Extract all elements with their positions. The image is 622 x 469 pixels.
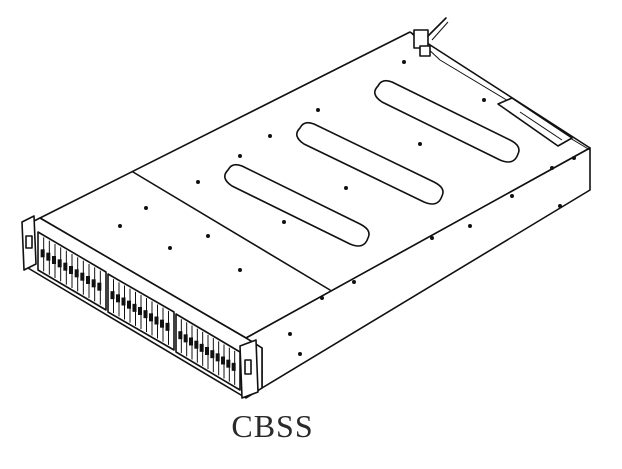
drive-latch <box>226 359 231 368</box>
drive-latch <box>91 279 96 288</box>
drive-latch <box>189 337 193 346</box>
drive-latch <box>110 291 115 300</box>
cover-seam <box>132 171 331 291</box>
drive-latch <box>149 313 153 322</box>
drive-latch <box>154 316 159 325</box>
drive-latch <box>160 319 164 328</box>
figure-caption: CBSS <box>231 408 314 444</box>
drive-latch <box>183 334 188 343</box>
drive-latch <box>121 297 126 306</box>
drive-latch <box>40 249 45 258</box>
right-rack-ear <box>239 339 259 399</box>
drive-latch <box>116 294 120 303</box>
drive-latch <box>178 331 183 340</box>
drive-latch <box>63 262 68 271</box>
drive-latch <box>215 353 220 362</box>
drive-latch <box>69 266 73 274</box>
rear-cable-connector <box>413 17 449 57</box>
drive-latch <box>132 303 137 312</box>
drive-latch <box>57 259 62 268</box>
drive-latch <box>205 347 209 355</box>
drive-latch <box>127 300 131 309</box>
drive-latch <box>143 310 148 319</box>
cover-screw-dots <box>118 60 576 356</box>
drive-latch <box>165 322 170 331</box>
drive-latch <box>221 356 225 365</box>
drive-latch <box>52 256 56 264</box>
cover-vent-slot-1 <box>224 163 370 247</box>
drive-latch <box>97 282 102 291</box>
drive-latch <box>46 252 51 261</box>
drive-latch <box>231 362 236 371</box>
cover-vent-slot-3 <box>374 79 520 163</box>
rear-power-supply <box>497 97 573 147</box>
cover-vent-slot-2 <box>296 121 444 205</box>
drive-latch <box>210 350 215 359</box>
drive-latch <box>194 340 199 349</box>
drive-latch <box>86 276 90 284</box>
drive-latch <box>74 269 79 278</box>
drive-latch <box>80 272 85 281</box>
left-rack-ear <box>21 215 37 271</box>
drive-slot-lines <box>40 237 236 385</box>
drive-latch <box>199 343 204 352</box>
drive-latch <box>138 307 142 315</box>
